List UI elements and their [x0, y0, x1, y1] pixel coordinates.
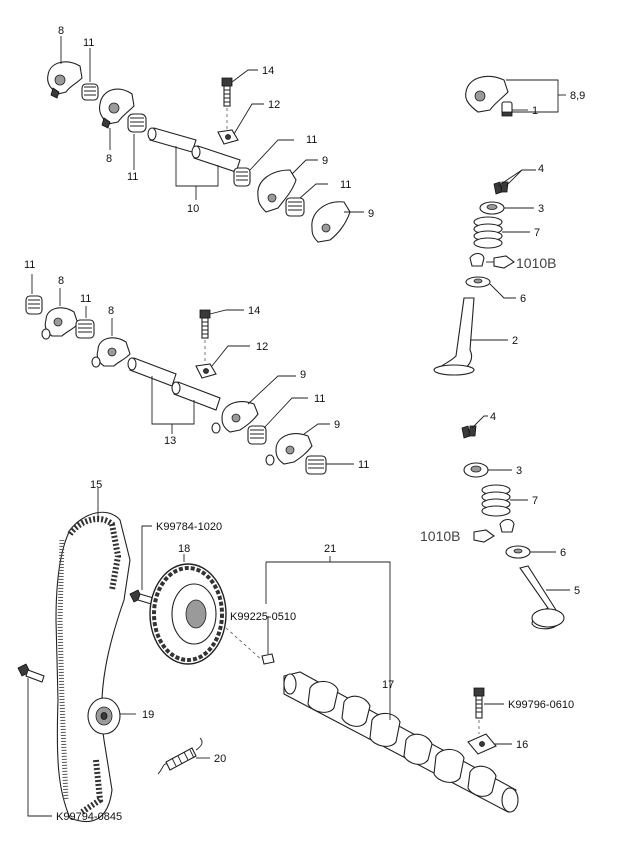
label-18: 18	[178, 543, 190, 555]
rocker-arm-8-mid	[98, 88, 135, 129]
spring-11-right1	[233, 167, 251, 187]
valve-keepers-4-top	[493, 181, 509, 195]
label-2: 2	[512, 335, 518, 347]
label-9-top2: 9	[368, 208, 374, 220]
bolt-k99796-0610	[473, 687, 485, 719]
adjuster-1	[501, 101, 513, 117]
valve-spring-7-top	[473, 216, 503, 249]
rocker-arm-8-top	[47, 61, 83, 99]
label-5: 5	[574, 585, 580, 597]
label-19: 19	[142, 709, 154, 721]
label-12-top: 12	[268, 99, 280, 111]
label-3-bottom: 3	[516, 465, 522, 477]
valve-spring-7-bottom	[481, 484, 511, 517]
label-8-top: 8	[58, 25, 64, 37]
spring-11-b1	[25, 295, 43, 315]
spring-retainer-3-bottom	[463, 462, 489, 478]
label-11-b2: 11	[80, 293, 91, 305]
label-k99794-0845: K99794-0845	[56, 811, 122, 823]
label-k99784-1020: K99784-1020	[156, 521, 222, 533]
label-1: 1	[532, 105, 538, 117]
label-9-b2: 9	[334, 419, 340, 431]
label-13: 13	[164, 435, 176, 447]
spring-11-top	[81, 83, 99, 101]
label-8-9: 8,9	[570, 90, 585, 102]
label-4-top: 4	[538, 163, 544, 175]
plate-16	[467, 733, 497, 755]
timing-belt-15	[55, 511, 131, 822]
label-k99796-0610: K99796-0610	[508, 699, 574, 711]
label-11-right1: 11	[306, 134, 317, 146]
spring-seat-6-top	[465, 276, 491, 288]
label-20: 20	[214, 753, 226, 765]
key-k99225-0510	[261, 653, 275, 665]
label-4-bottom: 4	[490, 411, 496, 423]
label-k99225-0510: K99225-0510	[230, 611, 296, 623]
camshaft-sprocket-18	[149, 563, 227, 665]
rocker-shaft-13-a	[127, 357, 177, 387]
spring-retainer-3-top	[479, 201, 505, 215]
valve-seal-top	[469, 252, 515, 269]
valve-keepers-4-bottom	[461, 425, 477, 439]
label-11-right2: 11	[340, 179, 351, 191]
label-17: 17	[382, 679, 394, 691]
label-14-top: 14	[262, 65, 274, 77]
label-16: 16	[516, 739, 528, 751]
label-11-mid: 11	[127, 171, 138, 183]
label-11-b4: 11	[358, 459, 369, 471]
clamp-12-bottom	[195, 363, 217, 379]
label-11-b3: 11	[314, 393, 325, 405]
bolt-k99794-0845	[17, 663, 45, 683]
spring-11-b3	[247, 425, 267, 445]
spring-seat-6-bottom	[505, 545, 531, 559]
label-7-top: 7	[534, 227, 540, 239]
label-3-top: 3	[538, 203, 544, 215]
label-11-top: 11	[83, 37, 94, 49]
rocker-arm-89	[465, 75, 509, 113]
spring-11-right2	[285, 197, 305, 217]
label-9-b1: 9	[300, 369, 306, 381]
clamp-12-top	[217, 129, 239, 145]
bolt-14-bottom	[199, 309, 211, 339]
label-7-bottom: 7	[532, 495, 538, 507]
label-12-bottom: 12	[256, 341, 268, 353]
spring-11-mid	[127, 113, 147, 133]
rocker-arm-9-top2	[311, 201, 351, 243]
rocker-shaft-13-b	[171, 381, 221, 411]
valve-seal-bottom	[473, 518, 515, 543]
label-8-mid: 8	[106, 153, 112, 165]
exhaust-valve-5	[519, 565, 565, 630]
rocker-shaft-10-b	[191, 145, 241, 173]
label-8-b2: 8	[108, 305, 114, 317]
label-10: 10	[187, 203, 199, 215]
label-11-b1: 11	[24, 259, 35, 271]
spring-11-b4	[305, 455, 327, 475]
camshaft-17	[283, 671, 519, 813]
label-1010b-bottom: 1010B	[420, 528, 460, 544]
intake-valve-2	[433, 297, 475, 376]
rocker-shaft-10-a	[147, 127, 197, 153]
rocker-arm-9-b1	[211, 401, 259, 434]
rocker-arm-8-b1	[41, 307, 79, 340]
bolt-14-top	[221, 77, 233, 107]
tension-spring-20	[157, 737, 203, 775]
rocker-arm-8-b2	[91, 337, 131, 368]
rocker-arm-9-b2	[265, 433, 313, 466]
rocker-arm-9-top1	[257, 169, 297, 213]
label-14-bottom: 14	[248, 305, 260, 317]
tensioner-pulley-19	[87, 697, 121, 735]
label-6-top: 6	[520, 293, 526, 305]
label-15: 15	[90, 479, 102, 491]
label-6-bottom: 6	[560, 547, 566, 559]
label-8-b1: 8	[58, 275, 64, 287]
label-21: 21	[324, 543, 336, 555]
label-9-top1: 9	[322, 155, 328, 167]
label-1010b-top: 1010B	[516, 255, 556, 271]
spring-11-b2	[75, 319, 95, 339]
